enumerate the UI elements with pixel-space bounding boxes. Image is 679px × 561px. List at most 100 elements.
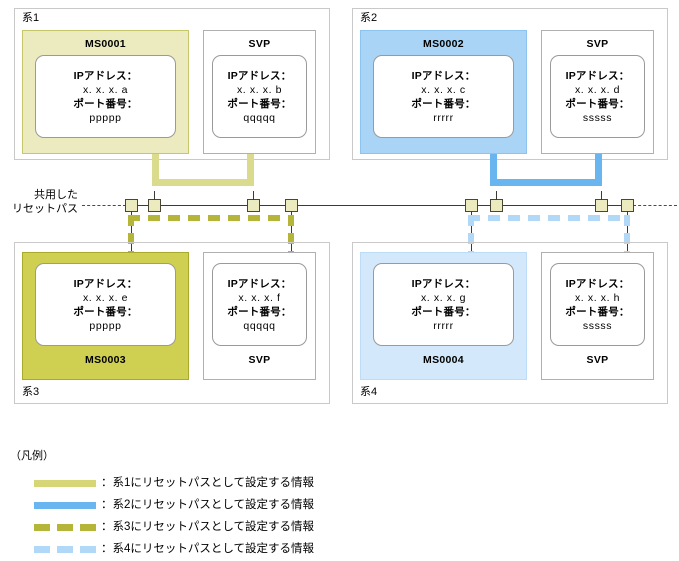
info-card-ms0003: IPアドレス： x. x. x. e ポート番号： ppppp <box>35 263 176 346</box>
system-frame-sys4 <box>352 242 668 404</box>
bus-stub-up-7 <box>600 191 602 200</box>
reset-path-sys3-vertical-ms <box>128 215 134 255</box>
legend-label-sys3: 系3にリセットパスとして設定する情報 <box>112 521 315 533</box>
reset-path-sys1-horizontal <box>152 179 254 186</box>
reset-path-sys3-vertical-svp <box>288 215 294 255</box>
legend-title: （凡例） <box>10 450 54 462</box>
info-ip-value: x. x. x. c <box>421 83 466 96</box>
info-ip-value: x. x. x. g <box>420 291 467 304</box>
unit-svp-sys4: IPアドレス： x. x. x. h ポート番号： sssss SVP <box>541 252 654 380</box>
bus-node-2[interactable] <box>148 199 161 212</box>
info-port-value: ppppp <box>89 111 122 124</box>
legend-swatch-sys3 <box>34 523 96 531</box>
info-port-value: qqqqq <box>243 111 276 124</box>
info-port-label: ポート番号： <box>411 97 476 110</box>
bus-node-7[interactable] <box>595 199 608 212</box>
legend-swatch-sys1 <box>34 479 96 487</box>
unit-svp-sys3: IPアドレス： x. x. x. f ポート番号： qqqqq SVP <box>203 252 316 380</box>
info-card-ms0001: IPアドレス： x. x. x. a ポート番号： ppppp <box>35 55 176 138</box>
info-ip-label: IPアドレス： <box>227 277 292 290</box>
info-port-value: sssss <box>582 111 613 124</box>
bus-stub-up-6 <box>495 191 497 200</box>
unit-svp-sys2: SVP IPアドレス： x. x. x. d ポート番号： sssss <box>541 30 654 154</box>
info-card-svp-sys4: IPアドレス： x. x. x. h ポート番号： sssss <box>550 263 645 346</box>
legend-row-sys1: ： 系1にリセットパスとして設定する情報 <box>34 475 314 491</box>
unit-title-ms0001: MS0001 <box>85 38 126 50</box>
bus-dashed-left <box>82 205 126 206</box>
info-port-label: ポート番号： <box>73 97 138 110</box>
legend-label-sys2: 系2にリセットパスとして設定する情報 <box>112 499 315 511</box>
unit-svp-sys1: SVP IPアドレス： x. x. x. b ポート番号： qqqqq <box>203 30 316 154</box>
unit-title-svp-sys1: SVP <box>248 38 271 50</box>
info-ip-label: IPアドレス： <box>227 69 292 82</box>
info-port-label: ポート番号： <box>227 305 292 318</box>
legend-label-sys1: 系1にリセットパスとして設定する情報 <box>112 477 315 489</box>
unit-ms0004: IPアドレス： x. x. x. g ポート番号： rrrrr MS0004 <box>360 252 527 380</box>
system-label-sys1: 系1 <box>22 12 40 24</box>
unit-title-ms0002: MS0002 <box>423 38 464 50</box>
legend-swatch-sys2 <box>34 501 96 509</box>
reset-path-sys4-vertical-ms <box>468 215 474 255</box>
bus-node-3[interactable] <box>247 199 260 212</box>
unit-title-ms0003: MS0003 <box>85 354 126 366</box>
system-label-sys3: 系3 <box>22 386 40 398</box>
reset-path-sys2-vertical-svp <box>595 154 602 186</box>
info-card-ms0004: IPアドレス： x. x. x. g ポート番号： rrrrr <box>373 263 514 346</box>
info-ip-label: IPアドレス： <box>565 69 630 82</box>
info-port-value: sssss <box>582 319 613 332</box>
info-port-label: ポート番号： <box>565 97 630 110</box>
info-card-svp-sys2: IPアドレス： x. x. x. d ポート番号： sssss <box>550 55 645 138</box>
info-card-svp-sys3: IPアドレス： x. x. x. f ポート番号： qqqqq <box>212 263 307 346</box>
legend-row-sys3: ： 系3にリセットパスとして設定する情報 <box>34 519 314 535</box>
reset-path-sys1-vertical-ms <box>152 154 159 186</box>
info-card-svp-sys1: IPアドレス： x. x. x. b ポート番号： qqqqq <box>212 55 307 138</box>
bus-node-6[interactable] <box>490 199 503 212</box>
system-frame-sys2 <box>352 8 668 160</box>
info-port-label: ポート番号： <box>565 305 630 318</box>
reset-path-sys2-horizontal <box>490 179 602 186</box>
legend-label-sys4: 系4にリセットパスとして設定する情報 <box>112 543 315 555</box>
info-port-value: rrrrr <box>433 111 454 124</box>
system-frame-sys3 <box>14 242 330 404</box>
info-ip-label: IPアドレス： <box>565 277 630 290</box>
bus-caption-line2: リセットパス <box>12 203 78 215</box>
info-ip-value: x. x. x. e <box>82 291 129 304</box>
info-ip-value: x. x. x. f <box>238 291 281 304</box>
info-port-label: ポート番号： <box>227 97 292 110</box>
bus-dashed-right <box>633 205 677 206</box>
info-port-label: ポート番号： <box>411 305 476 318</box>
info-card-ms0002: IPアドレス： x. x. x. c ポート番号： rrrrr <box>373 55 514 138</box>
reset-path-sys4-vertical-svp <box>624 215 630 255</box>
bus-stub-up-2 <box>153 191 155 200</box>
system-frame-sys1 <box>14 8 330 160</box>
unit-title-ms0004: MS0004 <box>423 354 464 366</box>
info-ip-value: x. x. x. h <box>574 291 621 304</box>
unit-title-svp-sys2: SVP <box>586 38 609 50</box>
info-ip-label: IPアドレス： <box>411 277 476 290</box>
info-port-value: qqqqq <box>243 319 276 332</box>
info-port-label: ポート番号： <box>73 305 138 318</box>
info-ip-value: x. x. x. d <box>574 83 621 96</box>
legend-separator: ： <box>101 521 113 533</box>
info-ip-label: IPアドレス： <box>73 277 138 290</box>
unit-ms0002: MS0002 IPアドレス： x. x. x. c ポート番号： rrrrr <box>360 30 527 154</box>
info-ip-value: x. x. x. b <box>236 83 283 96</box>
legend-separator: ： <box>101 477 113 489</box>
info-ip-value: x. x. x. a <box>82 83 129 96</box>
reset-path-sys1-vertical-svp <box>247 154 254 186</box>
legend-separator: ： <box>101 499 113 511</box>
reset-path-sys4-horizontal <box>468 215 630 221</box>
info-ip-label: IPアドレス： <box>73 69 138 82</box>
unit-title-svp-sys3: SVP <box>248 354 271 366</box>
legend-separator: ： <box>101 543 113 555</box>
info-ip-label: IPアドレス： <box>411 69 476 82</box>
bus-stub-up-3 <box>252 191 254 200</box>
unit-title-svp-sys4: SVP <box>586 354 609 366</box>
reset-path-sys3-horizontal <box>128 215 294 221</box>
bus-caption-line1: 共用した <box>34 189 78 201</box>
legend-row-sys4: ： 系4にリセットパスとして設定する情報 <box>34 541 314 557</box>
bus-solid-line <box>125 205 634 206</box>
system-label-sys4: 系4 <box>360 386 378 398</box>
system-label-sys2: 系2 <box>360 12 378 24</box>
